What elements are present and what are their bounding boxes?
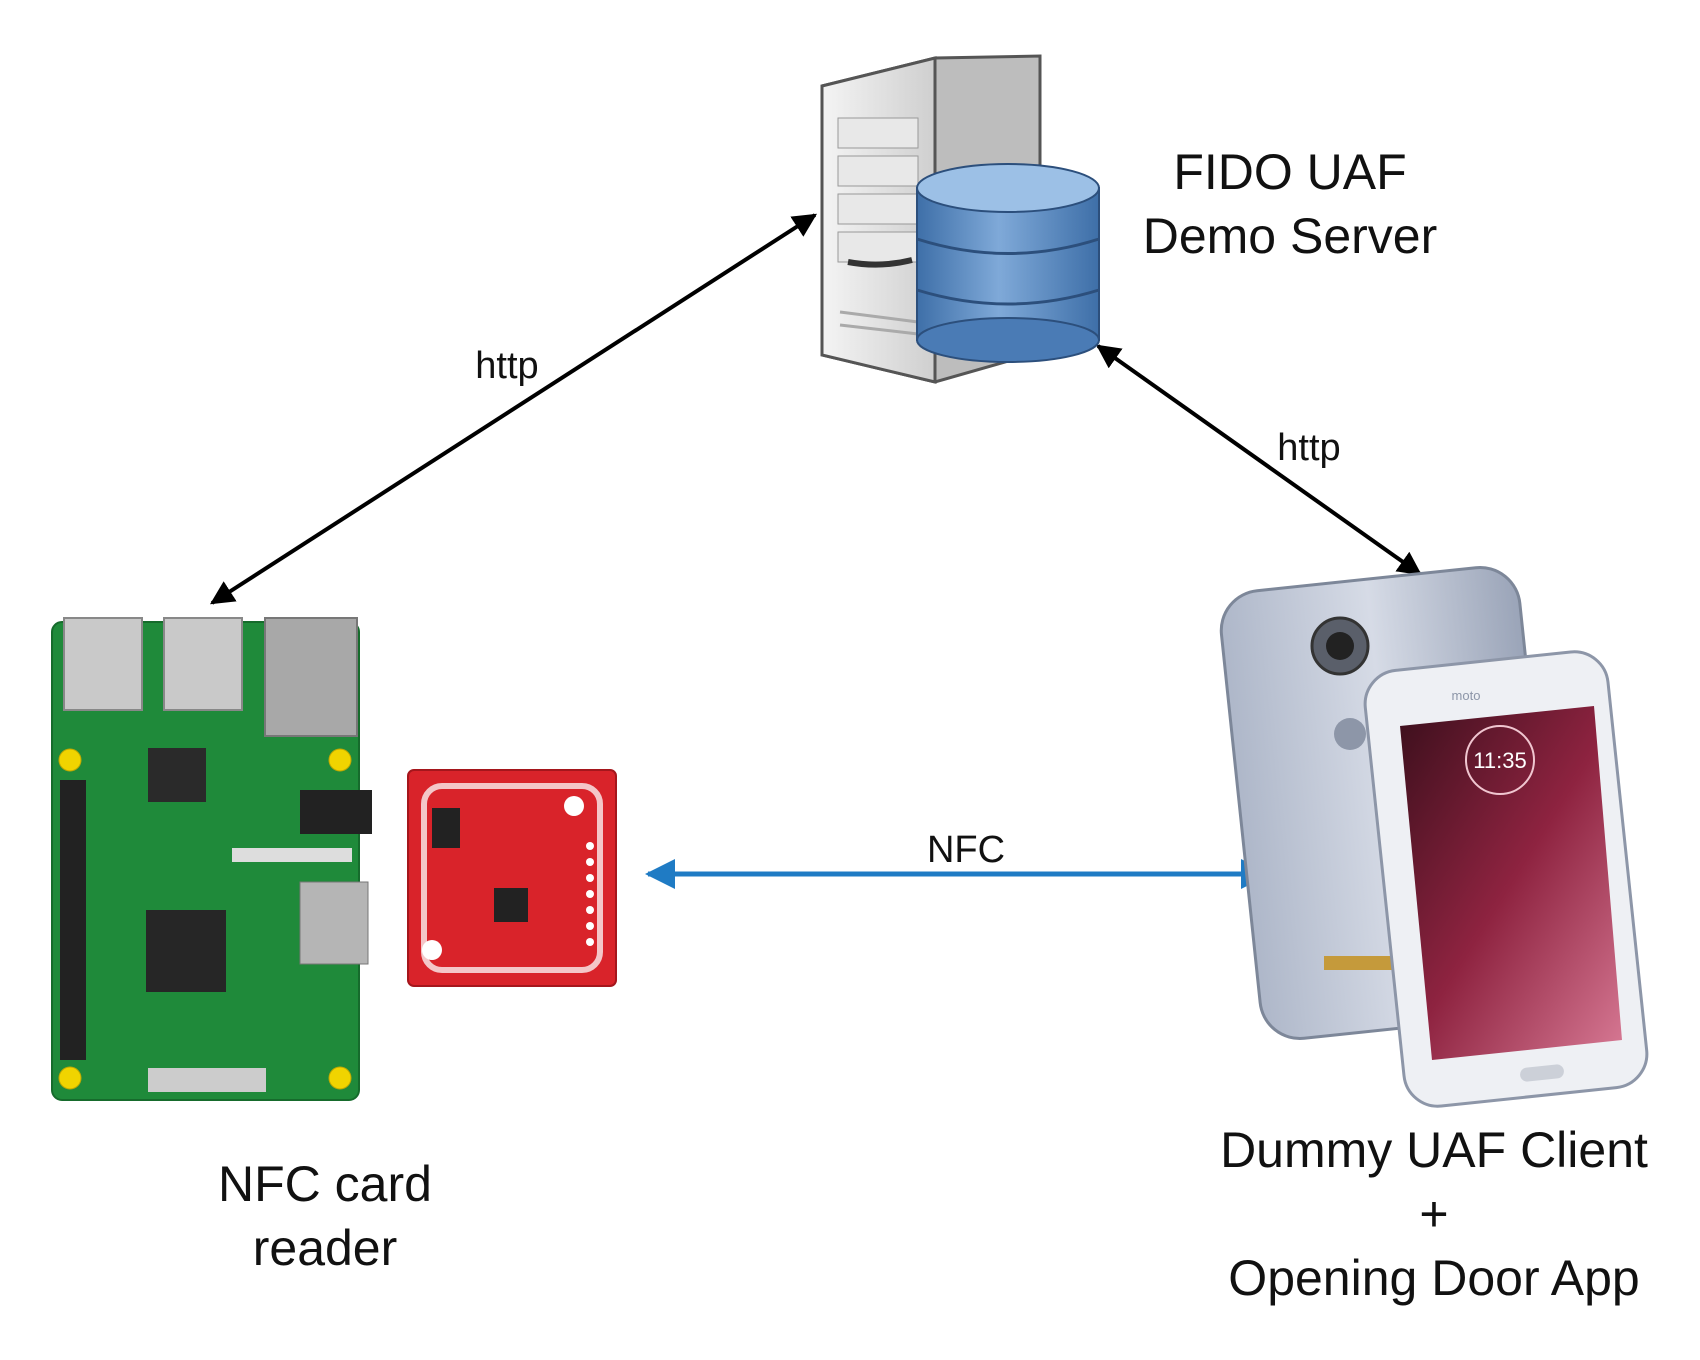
phone-brand: moto [1452,688,1481,703]
nfc-module-icon [407,769,617,987]
edge-label-server-client: http [1277,427,1341,469]
reader-label: NFC card reader [180,1152,470,1280]
raspberry-pi-board-icon [51,617,372,1101]
smartphone-icon: 11:35 moto [1219,566,1649,1108]
reader-label-line1: NFC card [218,1156,432,1212]
client-label-line2: + [1419,1186,1449,1242]
edge-server-client [1096,344,1422,576]
server-database-icon [820,54,1100,384]
server-label-line2: Demo Server [1142,208,1438,264]
reader-label-line2: reader [252,1220,398,1276]
client-label-line3: Opening Door App [1228,1250,1640,1306]
server-label: FIDO UAF Demo Server [1100,140,1480,268]
edge-label-reader-server: http [475,345,539,387]
client-label: Dummy UAF Client + Opening Door App [1184,1118,1684,1310]
client-label-line1: Dummy UAF Client [1220,1122,1648,1178]
server-label-line1: FIDO UAF [1173,144,1407,200]
phone-clock: 11:35 [1473,748,1526,773]
edge-label-reader-client: NFC [926,829,1006,871]
edge-reader-server [209,213,818,605]
